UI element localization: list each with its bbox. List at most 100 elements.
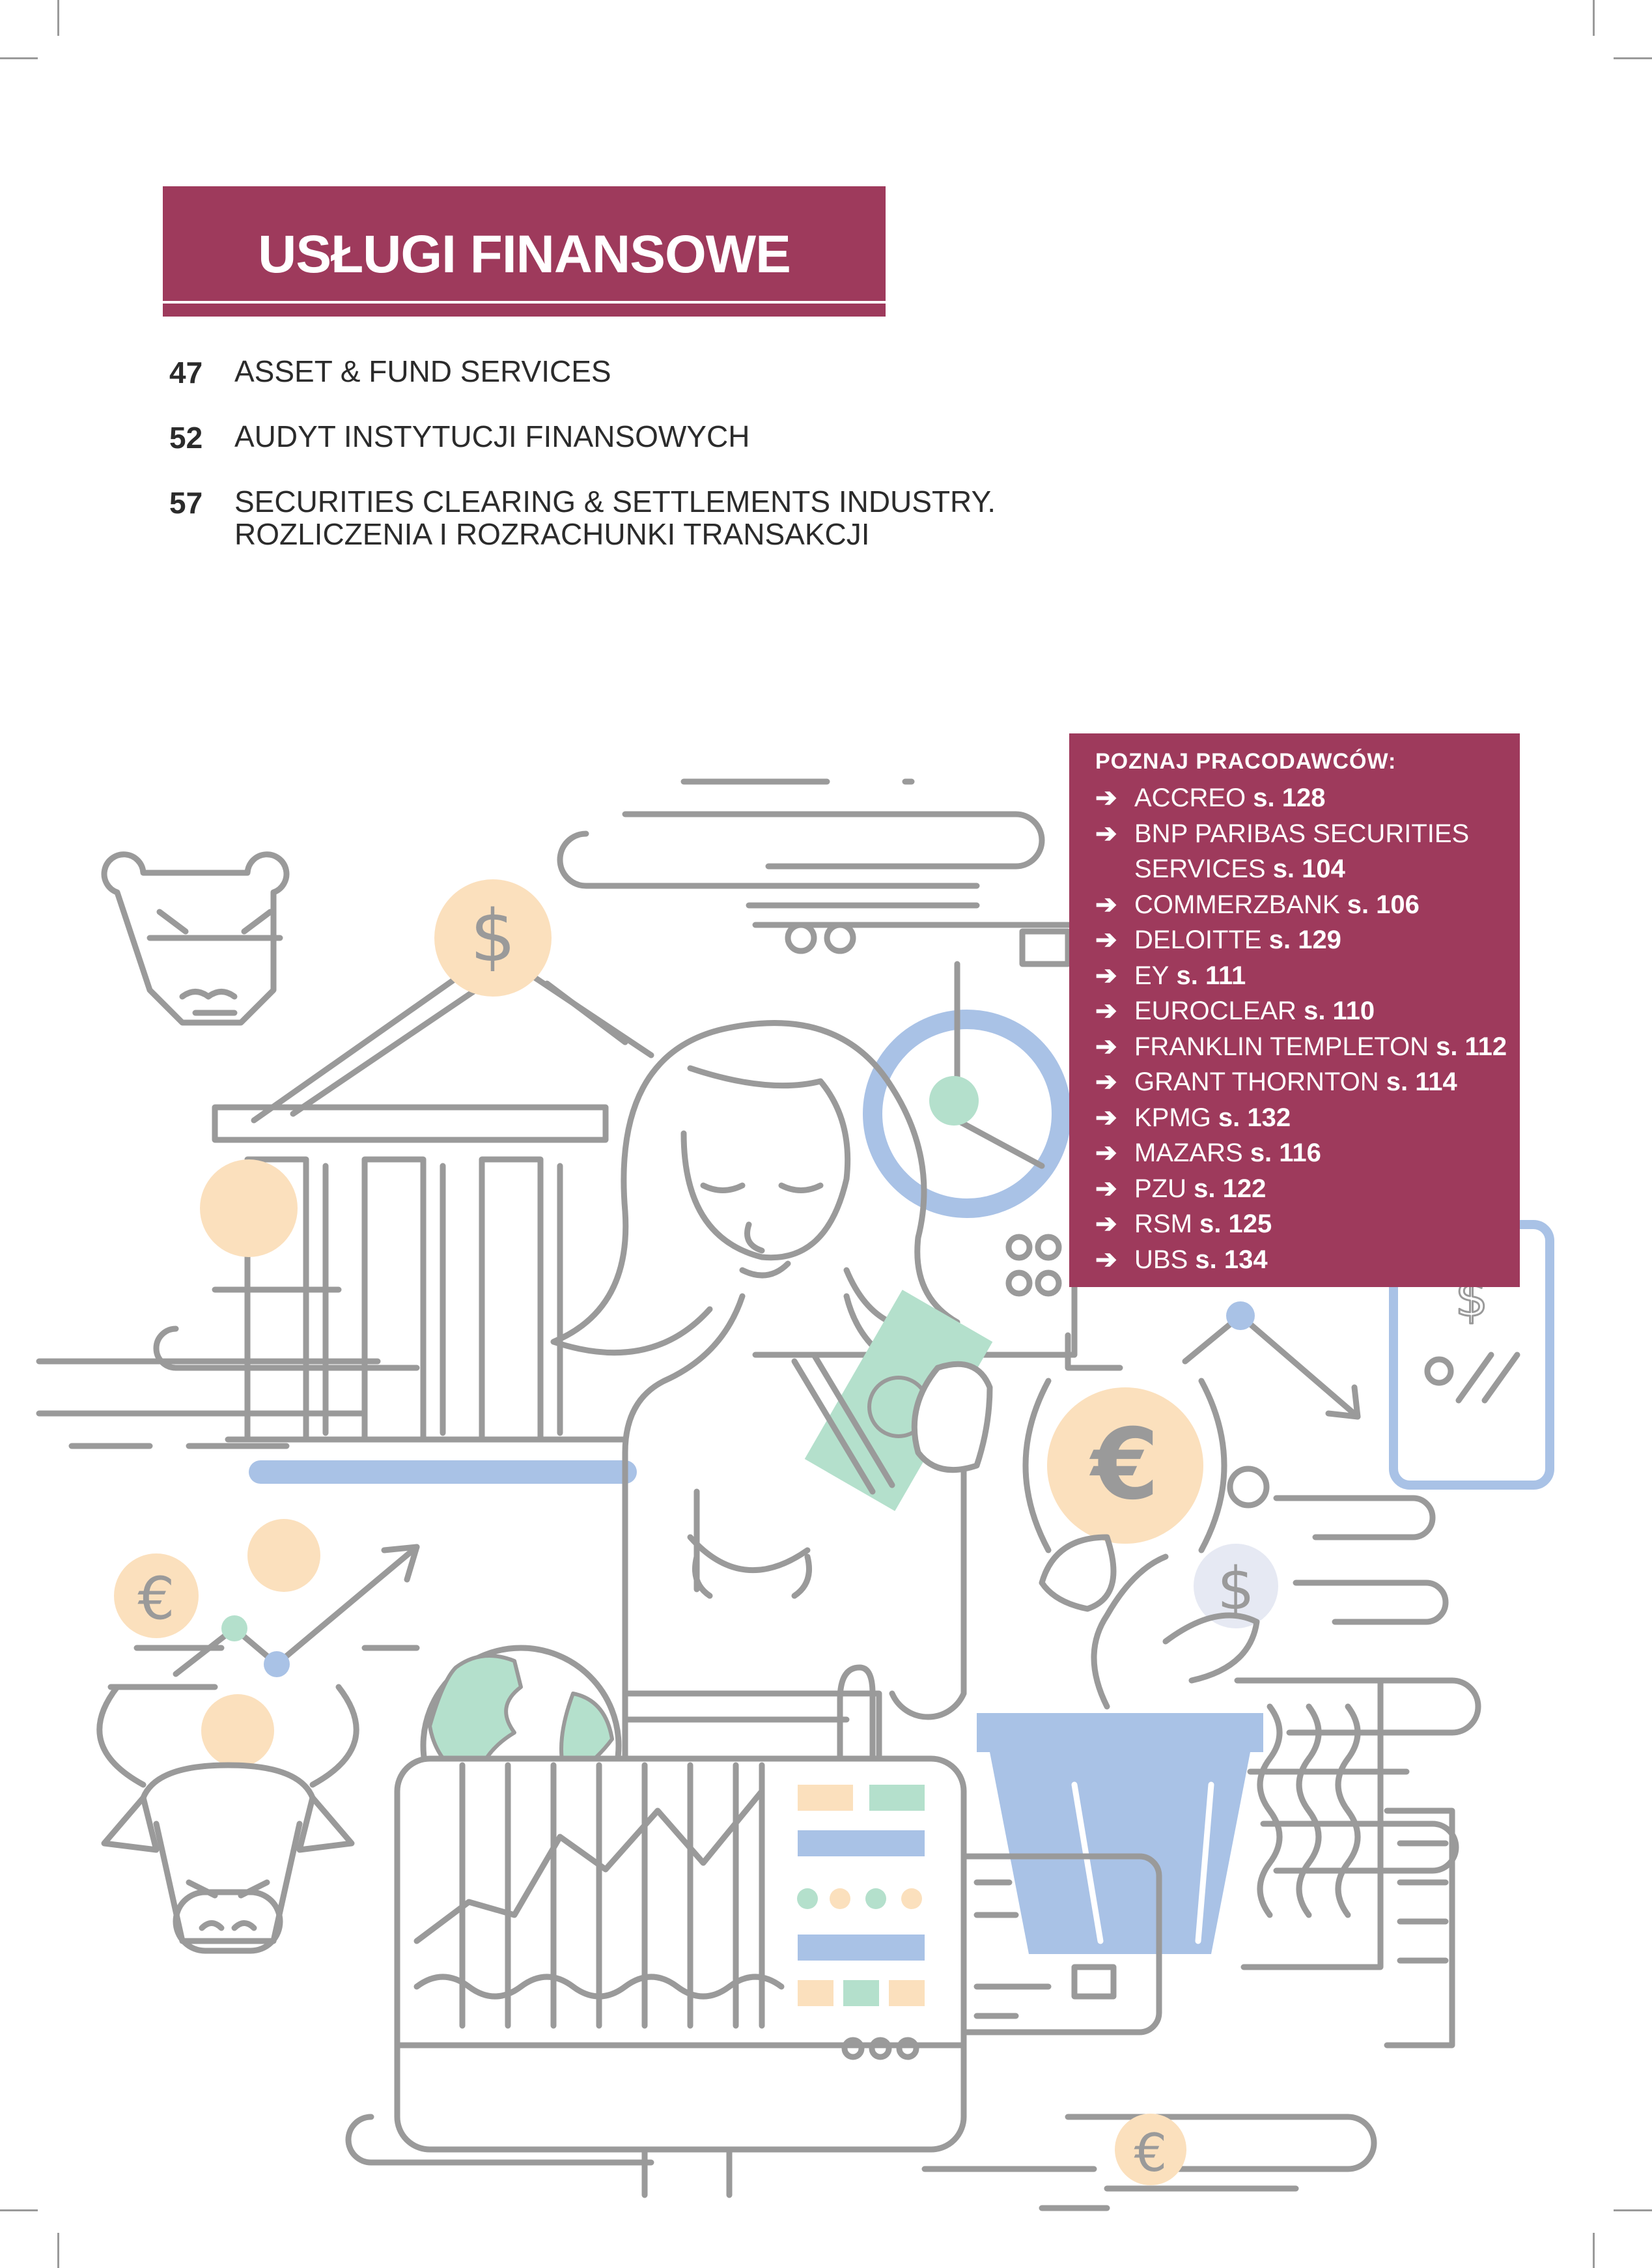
employer-page: s. 114 [1386,1068,1457,1096]
trend-line-icon [173,1544,420,1677]
employer-name: EY [1134,961,1169,990]
euro-symbol: € [1134,2123,1168,2183]
toc-page-number: 57 [169,486,203,520]
bear-icon [101,851,290,1026]
employer-page: s. 132 [1218,1103,1291,1132]
employer-item[interactable]: ➔ EUROCLEAR s. 110 [1095,993,1512,1029]
employer-name: PZU [1134,1174,1186,1203]
employer-name: DELOITTE [1134,926,1262,954]
dollar-coin-icon [1194,1544,1278,1628]
euro-coin-icon [1115,2114,1186,2185]
employer-item[interactable]: ➔ BNP PARIBAS SECURITIES SERVICES s. 104 [1095,816,1512,887]
crop-mark [1614,2209,1652,2211]
euro-symbol: € [1089,1408,1159,1522]
employers-heading: POZNAJ PRACODAWCÓW: [1095,749,1397,774]
employer-name-cont: SERVICES [1134,855,1266,883]
toc-title-line: ROZLICZENIA I ROZRACHUNKI TRANSAKCJI [234,517,870,551]
employer-item[interactable]: ➔ FRANKLIN TEMPLETON s. 112 [1095,1029,1512,1065]
arrow-right-icon: ➔ [1095,784,1117,812]
employer-item[interactable]: ➔ PZU s. 122 [1095,1171,1512,1207]
toc-title-line: SECURITIES CLEARING & SETTLEMENTS INDUST… [234,485,996,518]
finance-illustration: $ € $ € $ [36,778,1554,2211]
section-header: USŁUGI FINANSOWE [163,186,886,317]
employer-page: s. 110 [1304,997,1375,1025]
toc-title: ASSET & FUND SERVICES [234,354,611,388]
arrow-right-icon: ➔ [1095,1103,1117,1132]
toc-entry: 52 AUDYT INSTYTUCJI FINANSOWYCH [163,420,1074,459]
employer-item[interactable]: ➔ UBS s. 134 [1095,1242,1512,1278]
arrow-right-icon: ➔ [1095,819,1117,848]
employer-page: s. 112 [1436,1032,1507,1061]
employer-item[interactable]: ➔ MAZARS s. 116 [1095,1135,1512,1171]
arrow-right-icon: ➔ [1095,1174,1117,1203]
euro-coin-icon [114,1553,199,1638]
crop-mark [0,57,38,59]
dollar-symbol: $ [1217,1555,1254,1623]
arrow-right-icon: ➔ [1095,1139,1117,1167]
crop-mark [57,0,59,36]
arrow-right-icon: ➔ [1095,1210,1117,1238]
control-knobs [1005,1234,1062,1297]
employer-page: s. 111 [1176,961,1246,990]
toc-entry: 47 ASSET & FUND SERVICES [163,355,1074,394]
employer-name: FRANKLIN TEMPLETON [1134,1032,1429,1061]
woman-with-banknote-icon [550,1020,993,1794]
coin-dot [200,1159,298,1257]
plant-pot-icon [977,1534,1263,1954]
employer-item[interactable]: ➔ COMMERZBANK s. 106 [1095,887,1512,923]
section-title: USŁUGI FINANSOWE [258,225,791,284]
employer-name: MAZARS [1134,1139,1243,1167]
employer-page: s. 122 [1194,1174,1267,1203]
employer-page: s. 128 [1253,784,1326,812]
toc-entry: 57 SECURITIES CLEARING & SETTLEMENTS IND… [163,485,1074,557]
dollar-symbol: $ [470,894,516,978]
employer-page: s. 125 [1199,1210,1272,1238]
toc-title-block: SECURITIES CLEARING & SETTLEMENTS INDUST… [234,485,996,550]
employer-item[interactable]: ➔ KPMG s. 132 [1095,1100,1512,1136]
employer-page: s. 129 [1268,926,1341,954]
arrow-right-icon: ➔ [1095,890,1117,919]
euro-coin-icon [1047,1387,1203,1544]
toc-page-number: 52 [169,421,203,455]
crop-mark [1593,2233,1595,2268]
coin-dot [201,1694,274,1767]
employer-name: COMMERZBANK [1134,890,1340,919]
employer-name: RSM [1134,1210,1192,1238]
arrow-right-icon: ➔ [1095,961,1117,990]
document-icon [1240,1677,1455,2048]
monitor-chart-icon [394,1755,967,2198]
employer-name: KPMG [1134,1103,1211,1132]
bull-icon [96,1684,359,1954]
employer-item[interactable]: ➔ACCREO s. 128 [1095,780,1512,816]
employer-page: s. 116 [1250,1139,1321,1167]
employer-name: GRANT THORNTON [1134,1068,1379,1096]
employer-item[interactable]: ➔ RSM s. 125 [1095,1206,1512,1242]
euro-symbol: € [137,1565,175,1633]
employer-item[interactable]: ➔ GRANT THORNTON s. 114 [1095,1064,1512,1100]
employers-box: POZNAJ PRACODAWCÓW: ➔ACCREO s. 128 ➔ BNP … [1069,733,1520,1287]
toc-title: AUDYT INSTYTUCJI FINANSOWYCH [234,419,750,453]
header-rule [163,301,886,304]
arrow-right-icon: ➔ [1095,997,1117,1025]
crop-mark [1614,57,1652,59]
arrow-right-icon: ➔ [1095,1068,1117,1096]
crop-mark [0,2209,38,2211]
employer-page: s. 106 [1347,890,1420,919]
credit-card-icon [960,1853,1162,2035]
coin-dot [247,1519,320,1592]
crop-mark [1593,0,1595,36]
toc-page-number: 47 [169,356,203,390]
employer-name: UBS [1134,1245,1188,1274]
employers-list: ➔ACCREO s. 128 ➔ BNP PARIBAS SECURITIES SE… [1095,780,1512,1277]
employer-item[interactable]: ➔ DELOITTE s. 129 [1095,922,1512,958]
arrow-right-icon: ➔ [1095,1245,1117,1274]
employer-item[interactable]: ➔ EY s. 111 [1095,958,1512,994]
employer-page: s. 104 [1272,855,1345,883]
dollar-coin-icon [434,879,552,997]
employer-name: EUROCLEAR [1134,997,1296,1025]
arrow-right-icon: ➔ [1095,1032,1117,1061]
employer-name: BNP PARIBAS SECURITIES [1134,819,1470,848]
employer-page: s. 134 [1195,1245,1268,1274]
arrow-right-icon: ➔ [1095,926,1117,954]
crop-mark [57,2233,59,2268]
